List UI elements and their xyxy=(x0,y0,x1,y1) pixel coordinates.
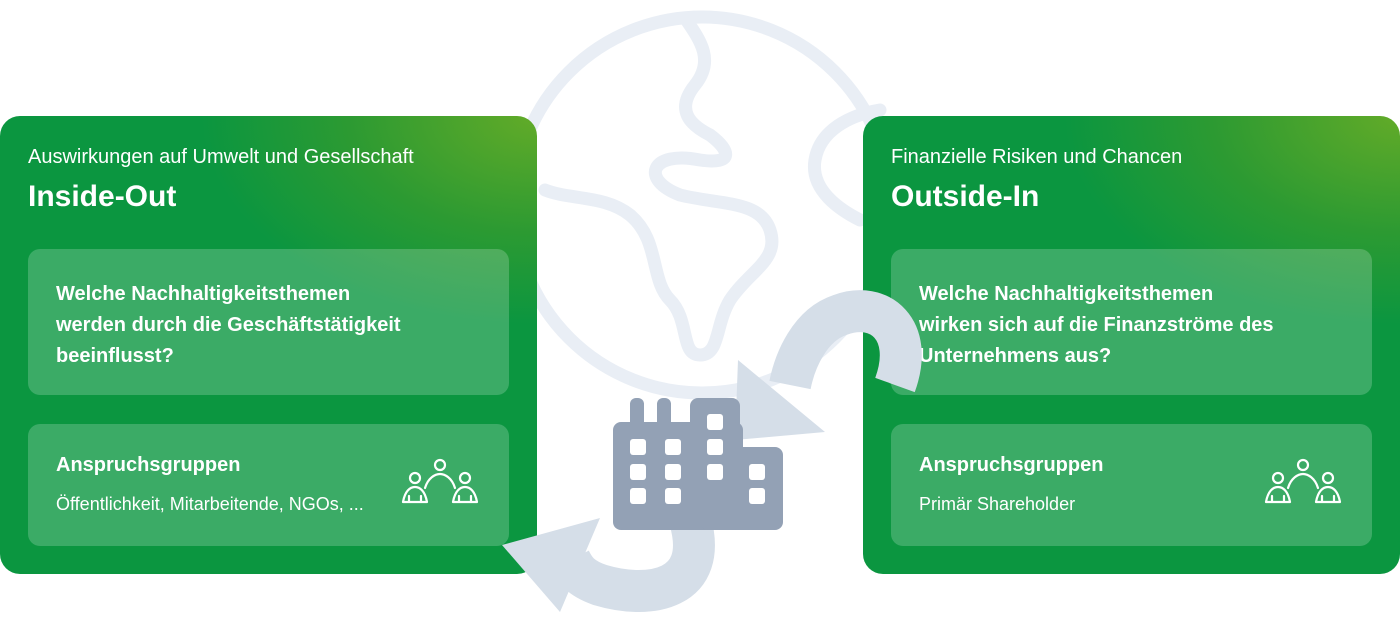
outside-in-question: Welche Nachhaltigkeitsthemen wirken sich… xyxy=(919,283,1274,367)
stakeholders-value: Öffentlichkeit, Mitarbeitende, NGOs, ... xyxy=(56,494,364,514)
outside-in-title: Outside-In xyxy=(891,180,1040,213)
people-group-icon xyxy=(401,458,479,504)
inside-out-stakeholders-box: Anspruchsgruppen Öffentlichkeit, Mitarbe… xyxy=(28,424,509,546)
outside-in-question-box: Welche Nachhaltigkeitsthemen wirken sich… xyxy=(891,249,1372,395)
outside-in-subtitle: Finanzielle Risiken und Chancen xyxy=(891,146,1183,168)
stakeholders-value: Primär Shareholder xyxy=(919,494,1076,514)
stakeholders-heading: Anspruchsgruppen xyxy=(919,454,1104,476)
inside-out-subtitle: Auswirkungen auf Umwelt und Gesellschaft xyxy=(28,146,414,168)
inside-out-question-box: Welche Nachhaltigkeitsthemen werden durc… xyxy=(28,249,509,395)
stakeholders-heading: Anspruchsgruppen xyxy=(56,454,241,476)
inside-out-title: Inside-Out xyxy=(28,180,177,213)
inside-out-card: Auswirkungen auf Umwelt und Gesellschaft… xyxy=(0,116,537,574)
outside-in-card: Finanzielle Risiken und Chancen Outside-… xyxy=(863,116,1400,574)
people-group-icon xyxy=(1264,458,1342,504)
inside-out-question: Welche Nachhaltigkeitsthemen werden durc… xyxy=(56,283,401,367)
outside-in-stakeholders-box: Anspruchsgruppen Primär Shareholder xyxy=(891,424,1372,546)
